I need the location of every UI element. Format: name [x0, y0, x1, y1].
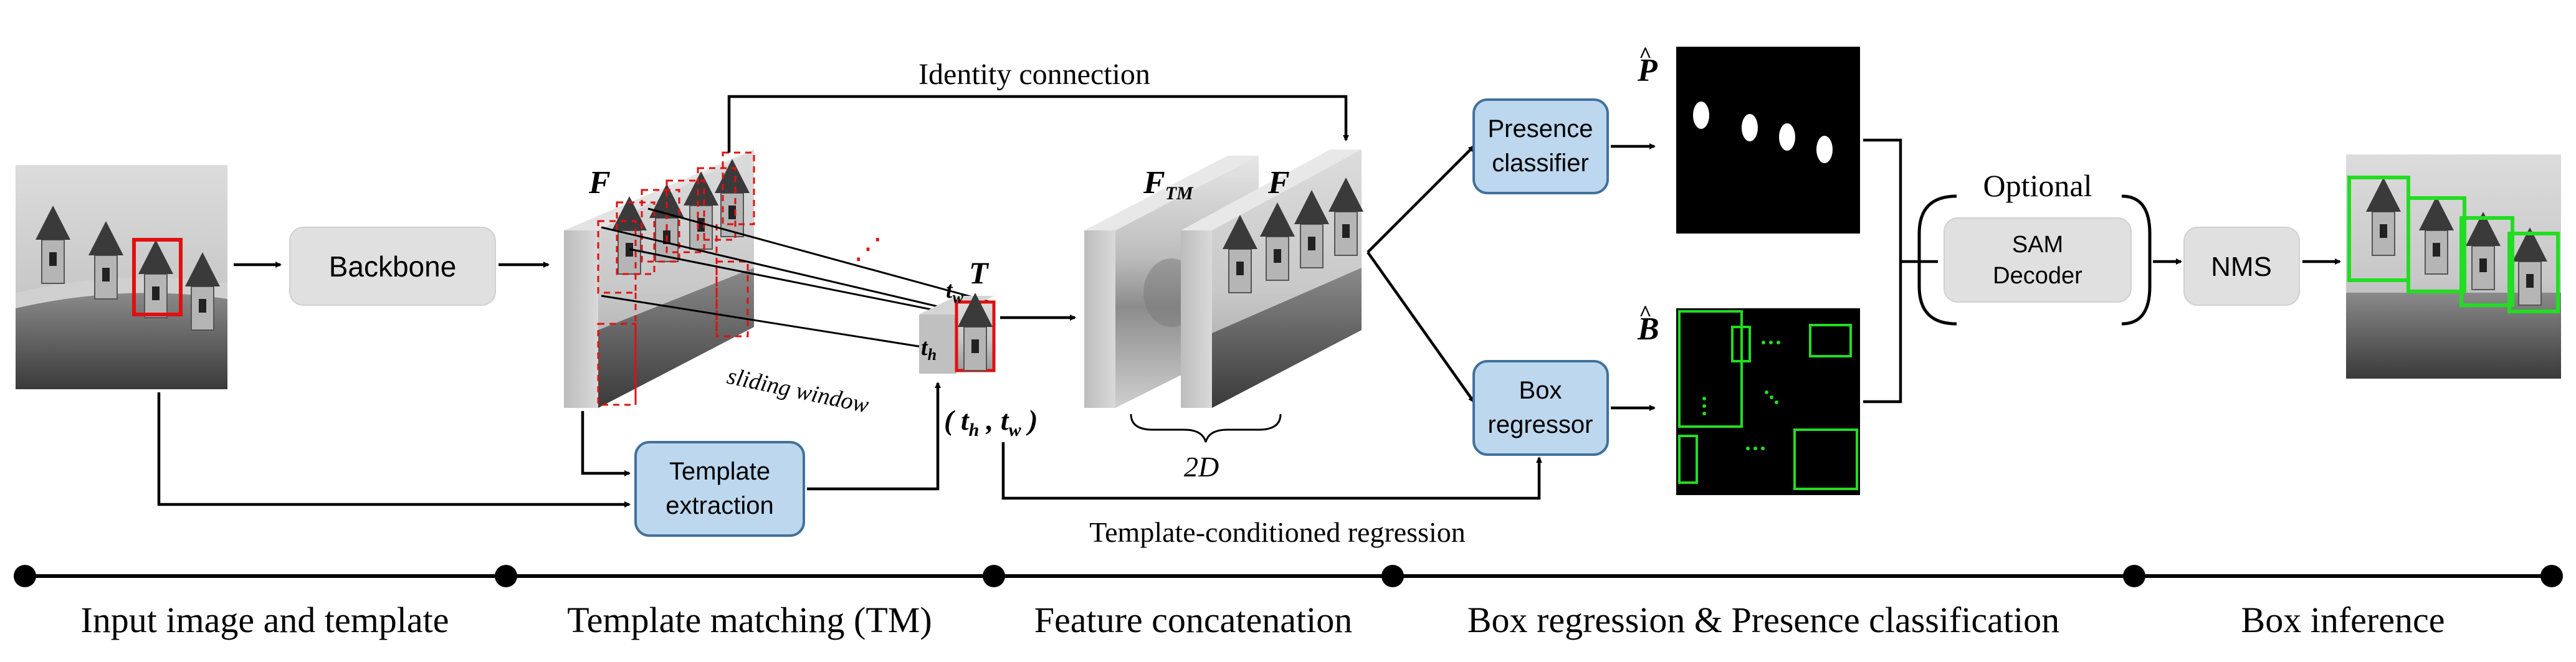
stage-dot — [983, 565, 1005, 587]
feature-F-copy-label: F — [1267, 165, 1290, 201]
projection-lines — [601, 207, 991, 353]
stage-label-input: Input image and template — [80, 600, 449, 640]
template-extraction-line2: extraction — [665, 492, 773, 519]
feature-map-F: F — [564, 149, 755, 408]
th-label: th — [921, 334, 937, 364]
backbone-label: Backbone — [329, 250, 457, 283]
stage-dot — [2540, 565, 2563, 587]
box-regressor-line2: regressor — [1488, 411, 1593, 438]
template-T-label: T — [969, 255, 990, 290]
optional-label: Optional — [1983, 168, 2092, 203]
b-hat-caret: ^ — [1639, 301, 1652, 326]
sam-decoder-line2: Decoder — [1993, 263, 2082, 289]
stage-label-template-matching: Template matching (TM) — [567, 600, 932, 640]
presence-map: P ^ — [1637, 42, 1860, 234]
stage-dot — [495, 565, 517, 587]
sliding-window-label: sliding window — [725, 363, 872, 418]
nms-box: NMS — [2183, 227, 2300, 306]
template-size-tuple: ( th , tw ) — [944, 404, 1038, 440]
template-conditioned-regression-label: Template-conditioned regression — [1089, 516, 1466, 548]
presence-classifier-line1: Presence — [1488, 115, 1593, 143]
box-map: B ^ — [1637, 301, 1860, 495]
concat-brace — [1130, 414, 1282, 443]
stage-label-feature-concatenation: Feature concatenation — [1034, 600, 1352, 640]
identity-connection-label: Identity connection — [918, 58, 1150, 91]
stage-dot — [14, 565, 36, 587]
more-windows-dots: ⋰ — [854, 233, 882, 265]
sliding-window-grid — [597, 151, 755, 406]
backbone-box: Backbone — [289, 227, 496, 306]
template-extraction-box: Template extraction — [634, 441, 805, 537]
box-regressor-box: Box regressor — [1472, 360, 1609, 456]
tw-label: tw — [946, 277, 964, 306]
presence-classifier-line2: classifier — [1492, 149, 1589, 177]
output-image — [2346, 154, 2561, 379]
template-extraction-line1: Template — [669, 458, 770, 485]
b-hat-label: B — [1637, 311, 1659, 347]
p-hat-caret: ^ — [1639, 42, 1652, 67]
template-T: T tw th — [919, 255, 996, 374]
feature-F-label: F — [588, 165, 611, 201]
stage-timeline: Input image and template Template matchi… — [14, 565, 2563, 640]
p-hat-label: P — [1637, 53, 1658, 88]
input-image — [16, 165, 227, 389]
stage-dot — [2123, 565, 2145, 587]
feature-F-TM-label: FTM — [1143, 165, 1194, 204]
stage-label-box-regression: Box regression & Presence classification — [1467, 600, 2059, 640]
presence-classifier-box: Presence classifier — [1472, 98, 1609, 194]
template-bbox — [132, 238, 183, 316]
sam-decoder-box: SAM Decoder — [1944, 217, 2132, 303]
stage-label-box-inference: Box inference — [2241, 600, 2445, 640]
stage-dot — [1381, 565, 1404, 587]
sam-decoder-line1: SAM — [2012, 232, 2063, 258]
box-regressor-line1: Box — [1519, 377, 1562, 404]
feature-map-F-copy: F — [1181, 149, 1364, 408]
concat-dim-label: 2D — [1184, 451, 1219, 483]
nms-label: NMS — [2211, 252, 2272, 282]
